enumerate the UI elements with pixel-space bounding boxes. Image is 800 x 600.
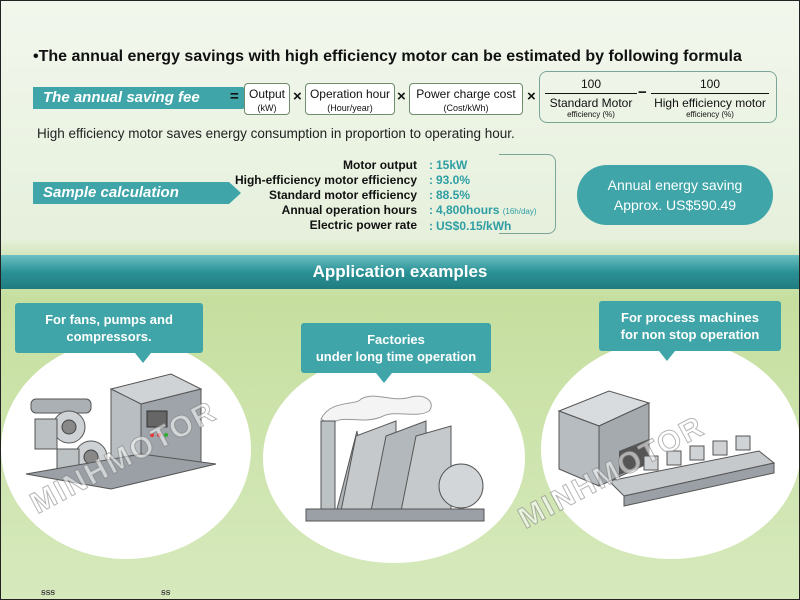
footer-glyph-1: ꞩꞩꞩ — [41, 587, 56, 597]
operation-hour-box: Operation hour (Hour/year) — [305, 83, 395, 115]
standard-motor-fraction: 100 Standard Motor efficiency (%) — [545, 77, 637, 119]
high-efficiency-unit: efficiency (%) — [686, 110, 734, 119]
colon: : — [429, 188, 433, 202]
bubble-process-machines: For process machines for non stop operat… — [599, 301, 781, 361]
headline: •The annual energy savings with high eff… — [33, 48, 742, 65]
bubble-factories-line1: Factories — [367, 332, 425, 347]
efficiency-parenthesis — [539, 71, 777, 123]
bubble-fans-line2: compressors. — [66, 329, 152, 344]
bubble-factories-line2: under long time operation — [315, 349, 477, 364]
operation-hour-label: Operation hour — [309, 87, 391, 101]
bubble-fans-pumps: For fans, pumps and compressors. — [15, 303, 203, 363]
sample-values: :15kW :93.0% :88.5% :4,800hours (16h/day… — [429, 158, 537, 234]
value-motor-output: 15kW — [436, 158, 468, 172]
result-title: Annual energy saving — [607, 177, 743, 193]
sample-label-motor-output: Motor output — [343, 158, 417, 172]
result-amount: Approx. US$590.49 — [613, 197, 737, 213]
bubble-process-line1: For process machines — [621, 310, 759, 325]
factory-illustration — [305, 395, 485, 522]
high-efficiency-label: High efficiency motor — [654, 96, 766, 110]
high-efficiency-fraction: 100 High efficiency motor efficiency (%) — [651, 77, 769, 119]
operation-hour-unit: (Hour/year) — [327, 103, 373, 113]
fraction-numerator-1: 100 — [545, 77, 637, 94]
sample-bracket — [499, 154, 556, 234]
footer-glyph-2: ꞩꞩ — [161, 587, 171, 597]
value-operation-hours: 4,800hours — [436, 203, 500, 217]
bubble-fans-line1: For fans, pumps and — [45, 312, 173, 327]
colon: : — [429, 219, 433, 233]
output-unit: (kW) — [257, 103, 277, 113]
equals-sign: = — [230, 88, 239, 105]
times-sign-1: × — [293, 88, 302, 105]
sample-label-high-efficiency: High-efficiency motor efficiency — [234, 173, 417, 187]
value-high-efficiency: 93.0% — [436, 173, 471, 187]
sample-label-power-rate: Electric power rate — [309, 218, 417, 232]
value-operation-hours-note: (16h/day) — [502, 207, 537, 216]
pump-illustration — [25, 373, 217, 490]
power-charge-box: Power charge cost (Cost/kWh) — [409, 83, 523, 115]
application-title: Application examples — [312, 262, 488, 281]
conveyor-illustration — [557, 390, 776, 507]
times-sign-2: × — [397, 88, 406, 105]
annual-saving-result: Annual energy saving Approx. US$590.49 — [577, 165, 773, 225]
output-label: Output — [248, 87, 286, 101]
standard-motor-label: Standard Motor — [549, 96, 633, 110]
value-power-rate: US$0.15/kWh — [436, 219, 512, 233]
value-standard-efficiency: 88.5% — [436, 188, 471, 202]
standard-motor-unit: efficiency (%) — [567, 110, 615, 119]
colon: : — [429, 158, 433, 172]
times-sign-3: × — [527, 88, 536, 105]
power-charge-unit: (Cost/kWh) — [443, 103, 489, 113]
bubble-process-line2: for non stop operation — [620, 327, 760, 342]
bubble-factories: Factories under long time operation — [301, 323, 491, 383]
colon: : — [429, 203, 433, 217]
fraction-numerator-2: 100 — [651, 77, 769, 94]
sample-labels: Motor output High-efficiency motor effic… — [235, 158, 417, 233]
annual-saving-fee-label: The annual saving fee — [33, 87, 255, 109]
sample-calculation-label: Sample calculation — [33, 182, 241, 204]
colon: : — [429, 173, 433, 187]
sample-label-standard-efficiency: Standard motor efficiency — [268, 188, 417, 202]
sample-label-operation-hours: Annual operation hours — [281, 203, 417, 217]
power-charge-label: Power charge cost — [416, 87, 516, 101]
proportion-note: High efficiency motor saves energy consu… — [37, 126, 515, 141]
minus-sign: − — [638, 84, 647, 101]
application-band — [1, 255, 799, 289]
output-box: Output (kW) — [244, 83, 290, 115]
